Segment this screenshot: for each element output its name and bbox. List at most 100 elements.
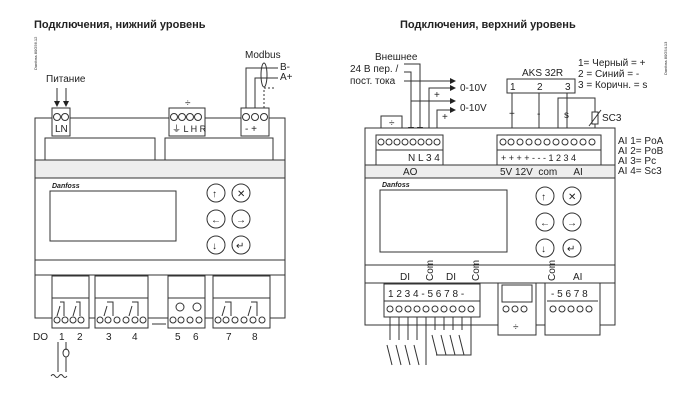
com-label-3: Com	[547, 260, 558, 281]
left-keypad: ↑ ✕ ← → ↓ ↵	[206, 183, 251, 255]
danfoss-logo-right: Danfoss	[382, 182, 410, 189]
left-arrow-button[interactable]	[535, 212, 555, 232]
do-3: 3	[106, 332, 112, 343]
sc3-sensor: SC3	[588, 109, 622, 127]
ai-terminal[interactable]: + + + + - - - 1 2 3 4	[496, 134, 602, 166]
do-8: 8	[252, 332, 258, 343]
modbus-wires	[245, 62, 278, 108]
svg-text:↓: ↓	[541, 244, 546, 255]
relay-outputs	[51, 275, 271, 329]
ext-supply-line1: Внешнее	[375, 52, 418, 63]
enter-button[interactable]	[562, 238, 582, 258]
com-label-1: Com	[425, 260, 436, 281]
sensor-legend-3: 3 = Коричн. = s	[578, 80, 647, 91]
load-wiring	[50, 342, 70, 378]
power-label: Питание	[46, 74, 86, 85]
svg-text:÷: ÷	[185, 98, 191, 109]
ai-legend-1: AI 1= PoA	[618, 136, 664, 147]
svg-text:- 5 6 7 8: - 5 6 7 8	[551, 289, 588, 300]
svg-text:+: +	[509, 109, 515, 120]
sensor-legend-1: 1= Черный = +	[578, 58, 646, 69]
left-title: Подключения, нижний уровень	[34, 19, 206, 31]
enter-button[interactable]	[231, 235, 251, 255]
ai-legend-2: AI 2= PoB	[618, 146, 664, 157]
ai-legend-3: AI 3= Pc	[618, 156, 656, 167]
svg-text:→: →	[236, 215, 246, 226]
do-4: 4	[132, 332, 138, 343]
svg-text:←: ←	[540, 218, 550, 229]
svg-text:1: 1	[510, 82, 516, 93]
do-6: 6	[193, 332, 199, 343]
ao-output-2: 0-10V	[460, 103, 487, 114]
svg-text:→: →	[567, 218, 577, 229]
di-label-1: DI	[400, 272, 410, 283]
svg-text:N L 3 4: N L 3 4	[408, 153, 440, 164]
sensor-name: AKS 32R	[522, 68, 563, 79]
svg-text:←: ←	[211, 215, 221, 226]
display-terminal[interactable]: ÷	[497, 282, 537, 336]
right-display	[379, 189, 508, 253]
right-title: Подключения, верхний уровень	[400, 19, 576, 31]
do-2: 2	[77, 332, 83, 343]
sensor-legend-2: 2 = Синий = -	[578, 69, 639, 80]
display-bus-terminal[interactable]: ÷ ⏚ L H R	[168, 98, 207, 137]
svg-text:2: 2	[537, 82, 543, 93]
di-label-2: DI	[446, 272, 456, 283]
svg-text:↵: ↵	[236, 241, 244, 252]
svg-text:-: -	[537, 109, 540, 120]
modbus-label: Modbus	[245, 50, 281, 61]
left-drawing-code: Danfoss 80G56.12	[33, 36, 38, 70]
down-arrow-button[interactable]	[535, 238, 555, 258]
up-arrow-button[interactable]	[535, 186, 555, 206]
svg-text:3: 3	[565, 82, 571, 93]
aks32r-sensor: 1 2 3 + - s	[506, 78, 596, 132]
svg-text:- +: - +	[245, 124, 257, 135]
svg-text:↑: ↑	[541, 192, 546, 203]
ao-wiring	[404, 63, 456, 133]
ext-supply-line3: пост. тока	[350, 76, 396, 87]
svg-text:✕: ✕	[237, 189, 245, 200]
left-display	[49, 190, 177, 242]
ao-label: AO	[403, 167, 418, 178]
down-arrow-button[interactable]	[206, 235, 226, 255]
cancel-button[interactable]	[231, 183, 251, 203]
di-wiring	[386, 317, 472, 366]
ao-output-1: 0-10V	[460, 83, 487, 94]
up-arrow-button[interactable]	[206, 183, 226, 203]
cancel-button[interactable]	[562, 186, 582, 206]
ao-terminal[interactable]: N L 3 4	[375, 134, 444, 166]
power-terminal[interactable]: LN	[51, 107, 71, 137]
ext-supply-line2: 24 В пер. /	[350, 64, 398, 75]
svg-text:LN: LN	[55, 124, 68, 135]
danfoss-logo: Danfoss	[52, 183, 80, 190]
do-label: DO	[33, 332, 48, 343]
ai-group-labels: 5V 12V com AI	[500, 167, 583, 178]
left-arrow-button[interactable]	[206, 209, 226, 229]
di-terminal[interactable]: 1 2 3 4 - 5 6 7 8 -	[383, 283, 481, 318]
right-keypad: ↑ ✕ ← → ↓ ↵	[535, 186, 582, 258]
svg-text:+ + + + - - - 1 2 3 4: + + + + - - - 1 2 3 4	[501, 153, 576, 163]
ai-legend-4: AI 4= Sc3	[618, 166, 662, 177]
do-5: 5	[175, 332, 181, 343]
svg-text:s: s	[564, 110, 569, 121]
ao1-plus: +	[434, 90, 440, 101]
modbus-a-label: A+	[280, 72, 293, 83]
svg-text:↵: ↵	[567, 244, 575, 255]
svg-text:1 2 3 4 - 5 6 7 8 -: 1 2 3 4 - 5 6 7 8 -	[388, 289, 464, 300]
right-drawing-code: Danfoss 80G54.13	[663, 41, 668, 75]
ao2-plus: +	[442, 112, 448, 123]
com-label-2: Com	[471, 260, 482, 281]
do-7: 7	[226, 332, 232, 343]
svg-text:÷: ÷	[389, 118, 395, 129]
do-1: 1	[59, 332, 65, 343]
svg-text:⏚ L H R: ⏚ L H R	[172, 124, 207, 134]
ai-bottom-terminal[interactable]: - 5 6 7 8	[544, 282, 601, 336]
right-arrow-button[interactable]	[562, 212, 582, 232]
modbus-b-label: B-	[280, 62, 290, 73]
modbus-terminal[interactable]: - +	[240, 107, 270, 137]
svg-text:÷: ÷	[513, 322, 519, 333]
svg-text:✕: ✕	[568, 192, 576, 203]
right-arrow-button[interactable]	[231, 209, 251, 229]
svg-text:↓: ↓	[212, 241, 217, 252]
